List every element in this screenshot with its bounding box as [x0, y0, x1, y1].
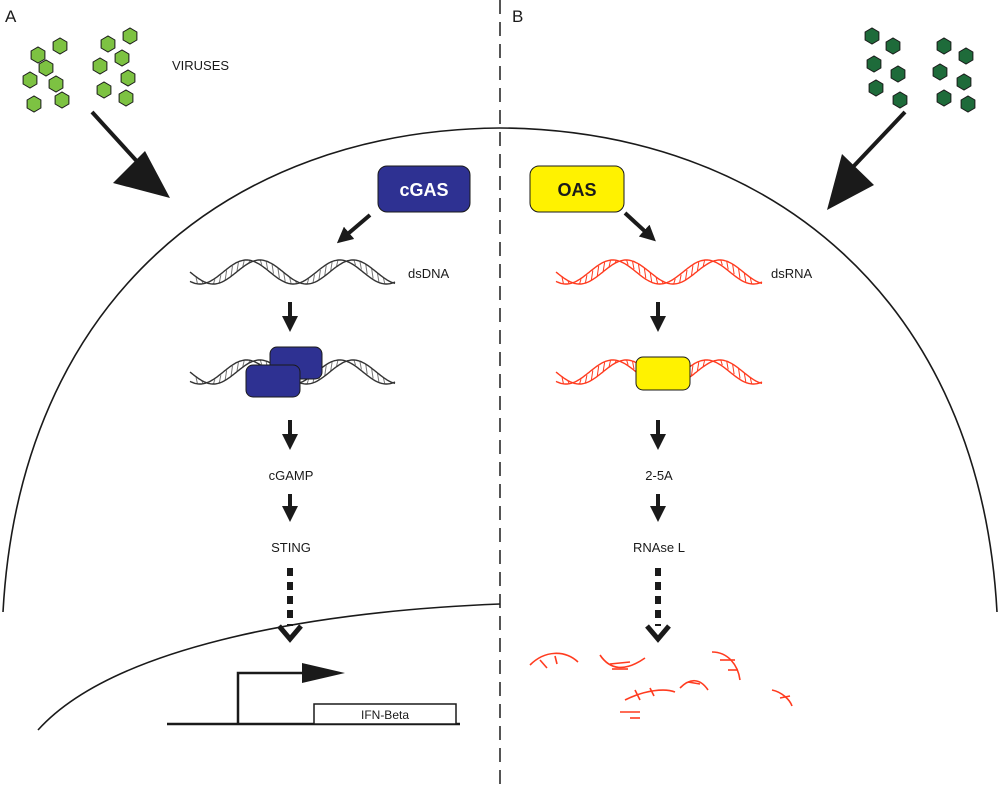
ifn-beta-gene: IFN-Beta [167, 663, 460, 726]
virus-particle-icon [932, 63, 948, 81]
virus-particle-icon [22, 71, 38, 89]
rnase-l-label: RNAse L [633, 540, 685, 555]
ifn-beta-label: IFN-Beta [361, 708, 409, 722]
virus-particle-icon [100, 35, 116, 53]
virus-particle-icon [122, 27, 138, 45]
virus-particle-icon [30, 46, 46, 64]
nucleus-membrane [37, 603, 501, 731]
virus-particle-icon [54, 91, 70, 109]
virus-particle-icon [120, 69, 136, 87]
arrow-cgas-to-dsdna [336, 213, 372, 244]
virus-particle-icon [864, 27, 880, 45]
oas-protein: OAS [529, 165, 625, 213]
cgas-protein: cGAS [377, 165, 471, 213]
cgas-bound-subunit [245, 364, 301, 398]
virus-cluster-left [22, 27, 138, 113]
virus-particle-icon [868, 79, 884, 97]
oas-label: OAS [557, 180, 596, 200]
dashed-arrow-sting-to-nucleus [277, 568, 303, 643]
virus-particle-icon [936, 89, 952, 107]
virus-particle-icon [890, 65, 906, 83]
panel-letter-a: A [5, 7, 17, 26]
virus-particle-icon [38, 59, 54, 77]
transcription-start-arrow [302, 663, 345, 683]
virus-particle-icon [958, 47, 974, 65]
viruses-label: VIRUSES [172, 58, 229, 73]
dsrna-helix [555, 259, 763, 285]
virus-particle-icon [96, 81, 112, 99]
oas-dsrna-complex [555, 356, 763, 391]
virus-entry-arrow-right [827, 110, 907, 210]
dsrna-label: dsRNA [771, 266, 813, 281]
virus-particle-icon [956, 73, 972, 91]
2-5a-label: 2-5A [645, 468, 673, 483]
sting-label: STING [271, 540, 311, 555]
oas-bound-protein [635, 356, 691, 391]
dsdna-helix [189, 259, 396, 285]
virus-particle-icon [936, 37, 952, 55]
panel-letter-b: B [512, 7, 523, 26]
virus-particle-icon [118, 89, 134, 107]
dsdna-label: dsDNA [408, 266, 450, 281]
virus-cluster-right [864, 27, 976, 113]
virus-entry-arrow-left [90, 110, 170, 198]
virus-particle-icon [892, 91, 908, 109]
virus-particle-icon [885, 37, 901, 55]
cgas-label: cGAS [399, 180, 448, 200]
arrow-oas-to-dsrna [623, 211, 656, 242]
dashed-arrow-rnase-l-to-fragments [645, 568, 671, 643]
virus-particle-icon [52, 37, 68, 55]
virus-particle-icon [866, 55, 882, 73]
virus-particle-icon [114, 49, 130, 67]
cgas-dsdna-complex [189, 346, 396, 398]
degraded-rna-fragments [529, 651, 793, 719]
virus-particle-icon [960, 95, 976, 113]
cell-membrane [2, 127, 998, 613]
virus-particle-icon [92, 57, 108, 75]
cgamp-label: cGAMP [269, 468, 314, 483]
virus-particle-icon [48, 75, 64, 93]
virus-particle-icon [26, 95, 42, 113]
